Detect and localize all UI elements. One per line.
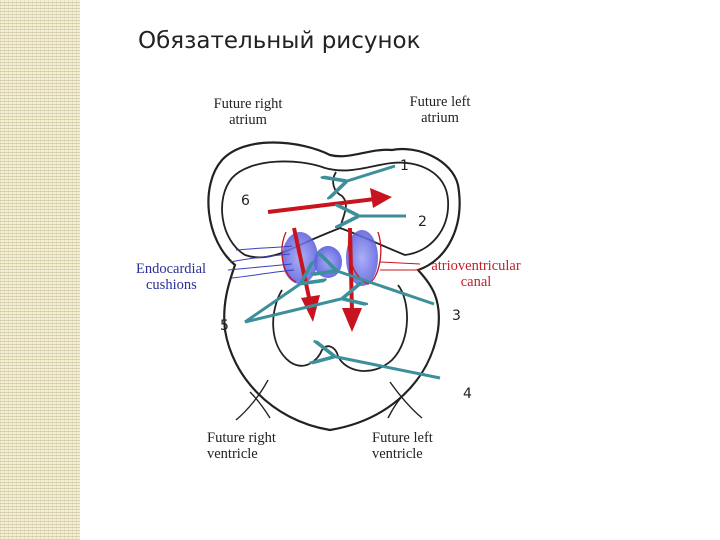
marker-6: 6 — [241, 193, 250, 209]
septum-primum — [332, 171, 347, 229]
atria-inner-outline — [221, 160, 449, 259]
pointer-arrow-4 — [332, 356, 441, 380]
av-canal-fibers — [379, 261, 421, 271]
decorative-side-strip — [0, 0, 80, 540]
marker-1: 1 — [400, 158, 409, 174]
label-atrioventricular-canal: atrioventricular canal — [431, 258, 521, 290]
marker-2: 2 — [418, 214, 427, 230]
ventricle-division-right — [387, 381, 423, 419]
label-future-left-ventricle: Future left ventricle — [372, 430, 433, 462]
marker-5: 5 — [220, 318, 229, 334]
pointer-arrow-5a — [244, 282, 303, 324]
marker-4: 4 — [463, 386, 472, 402]
slide-title: Обязательный рисунок — [138, 28, 421, 54]
label-future-right-atrium: Future right atrium — [213, 96, 283, 128]
pointer-arrows — [244, 164, 441, 380]
endocardial-cushion-right — [346, 230, 378, 286]
ventricle-division-left — [235, 379, 271, 421]
label-endocardial-cushions: Endocardial cushions — [136, 261, 207, 293]
pointer-arrow-3 — [334, 270, 435, 306]
pointer-arrow-5b — [244, 298, 345, 324]
label-future-right-ventricle: Future right ventricle — [207, 430, 276, 462]
blood-flow-arrow-atrial — [267, 188, 392, 214]
pointer-arrow-1 — [344, 164, 396, 182]
label-future-left-atrium: Future left atrium — [409, 94, 471, 126]
endocardial-fibers — [227, 245, 295, 279]
heart-outer-outline — [207, 141, 461, 432]
endocardial-cushion-center — [314, 246, 342, 278]
marker-3: 3 — [452, 308, 461, 324]
